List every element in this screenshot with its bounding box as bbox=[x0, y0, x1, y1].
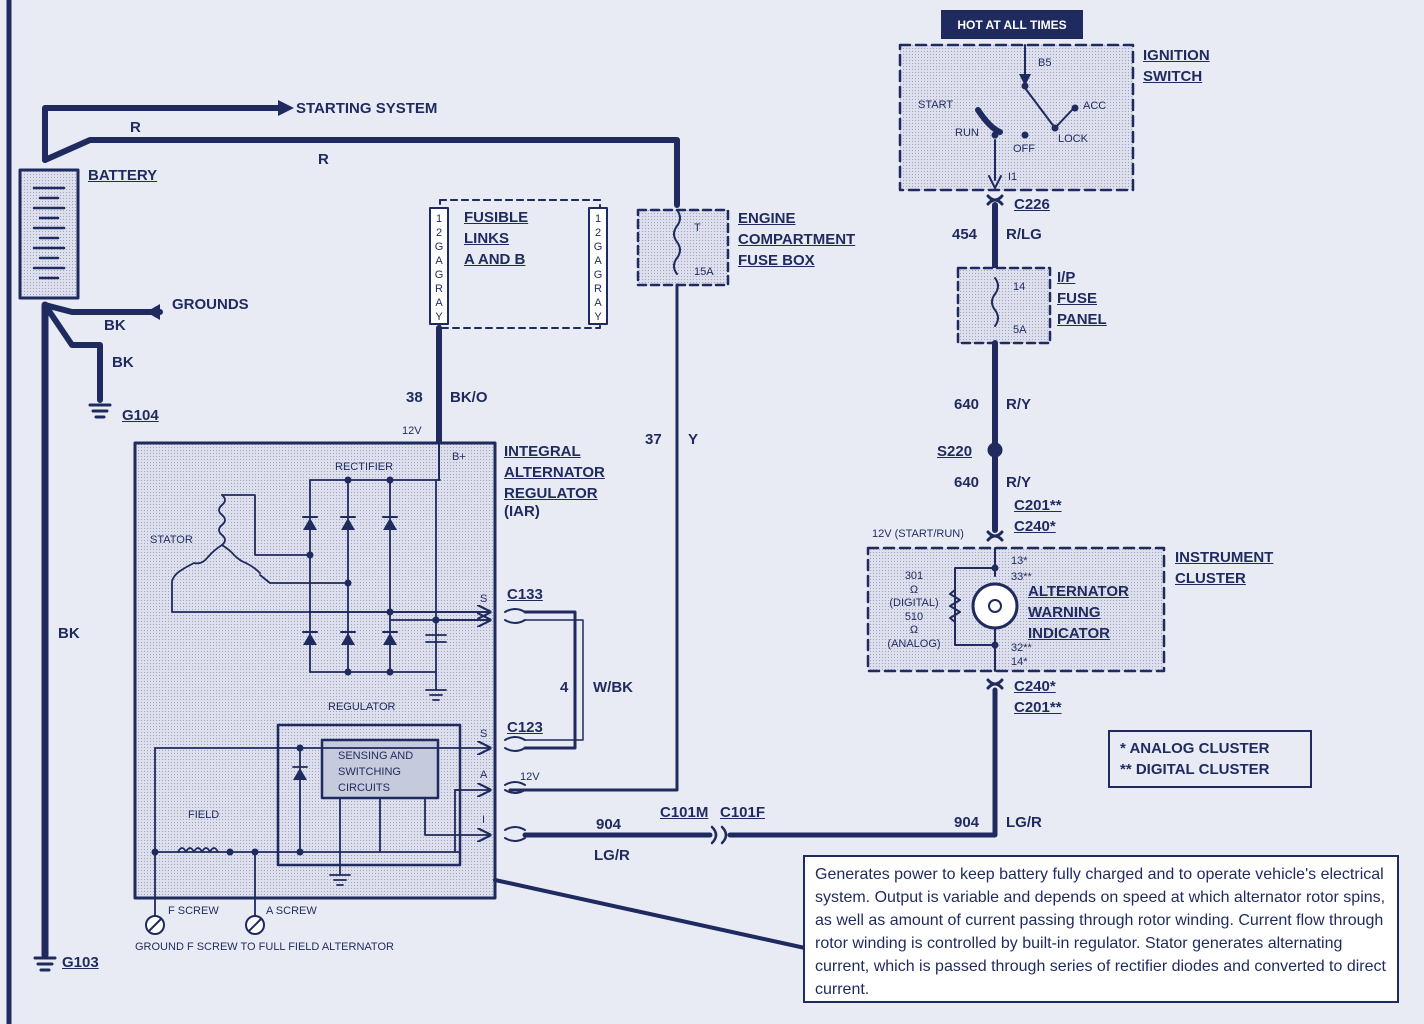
engine-fuse-terminal-t: T bbox=[694, 222, 701, 234]
engine-fuse-rating: 15A bbox=[694, 266, 714, 278]
fusible-link-b-gauge: 12GAGRAY bbox=[593, 213, 603, 323]
circuit-38-label: 38 bbox=[406, 389, 423, 406]
stator-label: STATOR bbox=[150, 534, 193, 546]
wire-color-r-y-a: R/Y bbox=[1006, 396, 1032, 413]
wire-color-lg-r-right: LG/R bbox=[1006, 814, 1042, 831]
cluster-pin-33: 33** bbox=[1011, 571, 1032, 583]
wire-color-r-second: R bbox=[318, 151, 329, 168]
connector-c101m: C101M bbox=[660, 804, 709, 821]
field-label: FIELD bbox=[188, 809, 220, 821]
iar-abbreviation: (IAR) bbox=[504, 503, 540, 520]
ignition-start: START bbox=[918, 99, 954, 111]
voltage-12v-iar: 12V bbox=[402, 425, 422, 437]
f-screw-label: F SCREW bbox=[168, 905, 219, 917]
starting-system-label: STARTING SYSTEM bbox=[296, 100, 438, 117]
legend-digital: ** DIGITAL CLUSTER bbox=[1120, 761, 1270, 778]
circuit-904-left: 904 bbox=[596, 816, 622, 833]
wire-color-r-lg: R/LG bbox=[1006, 226, 1042, 243]
wire-color-bk-main: BK bbox=[58, 625, 80, 642]
fusible-link-a-gauge: 12GAGRAY bbox=[434, 213, 444, 323]
wire-color-bk-o: BK/O bbox=[450, 389, 488, 406]
connector-c240-top: C240* bbox=[1014, 518, 1056, 535]
connector-c123: C123 bbox=[507, 719, 543, 736]
ground-g104-label: G104 bbox=[122, 407, 159, 424]
connector-c240-bottom: C240* bbox=[1014, 678, 1056, 695]
circuit-4-label: 4 bbox=[560, 679, 569, 696]
circuit-454-label: 454 bbox=[952, 226, 978, 243]
wire-color-lg-r-left: LG/R bbox=[594, 847, 630, 864]
ip-fuse-rating: 5A bbox=[1013, 324, 1027, 336]
circuit-37-label: 37 bbox=[645, 431, 662, 448]
terminal-s-2: S bbox=[480, 728, 488, 740]
description-box: Generates power to keep battery fully ch… bbox=[803, 855, 1399, 1003]
ignition-i1: I1 bbox=[1008, 171, 1018, 183]
ground-g103-label: G103 bbox=[62, 954, 99, 971]
ignition-acc: ACC bbox=[1083, 100, 1107, 112]
ignition-run: RUN bbox=[955, 127, 979, 139]
wire-color-y: Y bbox=[688, 431, 699, 448]
circuit-640-a: 640 bbox=[954, 396, 980, 413]
ignition-b5: B5 bbox=[1038, 57, 1052, 69]
terminal-s-1: S bbox=[480, 593, 488, 605]
connector-c133: C133 bbox=[507, 586, 543, 603]
ground-f-screw-note: GROUND F SCREW TO FULL FIELD ALTERNATOR bbox=[135, 941, 394, 953]
cluster-pin-32: 32** bbox=[1011, 642, 1032, 654]
grounds-label: GROUNDS bbox=[172, 296, 249, 313]
voltage-12v-start-run: 12V (START/RUN) bbox=[872, 528, 964, 540]
voltage-12v-a: 12V bbox=[520, 771, 540, 783]
connector-c201-top: C201** bbox=[1014, 497, 1062, 514]
cluster-pin-14: 14* bbox=[1011, 656, 1028, 668]
rectifier-label: RECTIFIER bbox=[335, 461, 394, 473]
ignition-off: OFF bbox=[1013, 143, 1035, 155]
regulator-label: REGULATOR bbox=[328, 701, 396, 713]
cluster-legend: * ANALOG CLUSTER ** DIGITAL CLUSTER bbox=[1108, 730, 1312, 788]
terminal-b-plus: B+ bbox=[452, 451, 466, 463]
wire-color-r-top: R bbox=[130, 119, 141, 136]
wire-color-bk-2: BK bbox=[112, 354, 134, 371]
wire-color-w-bk: W/BK bbox=[593, 679, 633, 696]
splice-s220: S220 bbox=[937, 443, 973, 460]
legend-analog: * ANALOG CLUSTER bbox=[1120, 740, 1270, 757]
wire-color-bk-1: BK bbox=[104, 317, 126, 334]
circuit-640-b: 640 bbox=[954, 474, 980, 491]
connector-c226: C226 bbox=[1014, 196, 1050, 213]
connector-c101f: C101F bbox=[720, 804, 766, 821]
ignition-lock: LOCK bbox=[1058, 133, 1088, 145]
a-screw-label: A SCREW bbox=[266, 905, 317, 917]
battery-label: BATTERY bbox=[88, 167, 158, 184]
wire-color-r-y-b: R/Y bbox=[1006, 474, 1032, 491]
ip-fuse-number: 14 bbox=[1013, 281, 1026, 293]
terminal-a: A bbox=[480, 769, 488, 781]
hot-at-all-times-banner: HOT AT ALL TIMES bbox=[941, 10, 1083, 39]
circuit-904-right: 904 bbox=[954, 814, 980, 831]
terminal-i: I bbox=[482, 814, 486, 826]
cluster-pin-13: 13* bbox=[1011, 555, 1028, 567]
connector-c201-bottom: C201** bbox=[1014, 699, 1062, 716]
